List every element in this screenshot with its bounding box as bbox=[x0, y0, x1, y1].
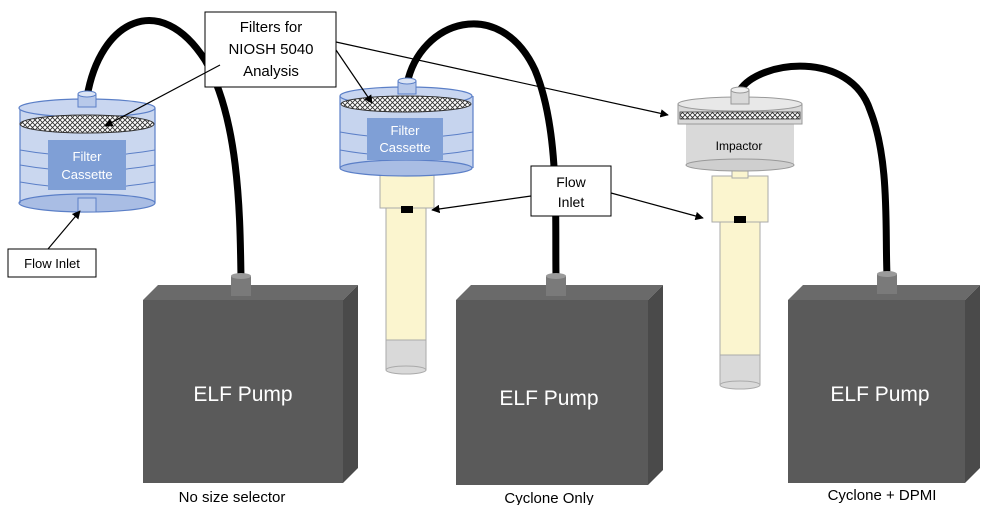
filter-cassette-1: Filter Cassette bbox=[18, 90, 156, 213]
impactor-mesh bbox=[679, 111, 801, 120]
caption-cyclone-dpmi: Cyclone + DPMI bbox=[828, 487, 937, 504]
arrow-inlet-to-cyclone-3 bbox=[610, 192, 704, 221]
arrow-inlet-to-cyclone-2 bbox=[431, 195, 532, 214]
callout-filters: Filters for NIOSH 5040 Analysis bbox=[204, 11, 337, 88]
flow-inlet-port-2 bbox=[401, 206, 413, 213]
callout-flow-inlet-line1: Flow bbox=[556, 174, 586, 190]
pump-nozzle-1 bbox=[231, 276, 251, 296]
arrow-filters-to-impactor bbox=[335, 41, 669, 118]
cyclone-2 bbox=[379, 159, 435, 375]
cassette-label-line2: Cassette bbox=[379, 140, 430, 155]
flow-inlet-port-3 bbox=[734, 216, 746, 223]
pump-label-3: ELF Pump bbox=[830, 383, 929, 406]
elf-pump-2: ELF Pump bbox=[456, 273, 663, 485]
caption-no-size-selector: No size selector bbox=[179, 489, 286, 505]
pump-label-1: ELF Pump bbox=[193, 383, 292, 406]
callout-flow-inlet-center: Flow Inlet bbox=[530, 165, 612, 217]
arrow-filters-to-cassette-1 bbox=[104, 64, 221, 127]
callout-filters-line1: Filters for bbox=[240, 19, 303, 36]
filter-cassette-2: Filter Cassette bbox=[339, 77, 474, 177]
callout-flow-inlet-line2: Inlet bbox=[558, 194, 585, 210]
pump-label-2: ELF Pump bbox=[499, 387, 598, 410]
callout-flow-inlet-left-text: Flow Inlet bbox=[24, 256, 80, 271]
elf-pump-1: ELF Pump bbox=[143, 273, 358, 483]
caption-cyclone-only: Cyclone Only bbox=[504, 490, 594, 505]
filter-mesh-2 bbox=[340, 95, 472, 113]
arrow-filters-to-cassette-2 bbox=[335, 49, 373, 104]
impactor-label: Impactor bbox=[716, 139, 763, 153]
cassette-label-line1: Filter bbox=[73, 149, 103, 164]
pump-nozzle-3 bbox=[877, 274, 897, 294]
elf-pump-3: ELF Pump bbox=[788, 271, 980, 483]
setup-no-size-selector: Filter Cassette ELF Pump No size selecto… bbox=[18, 17, 358, 505]
cassette-label-line1: Filter bbox=[391, 123, 421, 138]
pump-nozzle-2 bbox=[546, 276, 566, 296]
cyclone-3 bbox=[711, 165, 769, 390]
setup-cyclone-dpmi: Impactor ELF Pump Cyclone + DPMI bbox=[677, 62, 980, 504]
callout-flow-inlet-left: Flow Inlet bbox=[7, 248, 97, 278]
filter-mesh-1 bbox=[19, 114, 155, 134]
arrow-inlet-to-cassette-1 bbox=[47, 210, 81, 250]
setup-cyclone-only: Filter Cassette ELF Pump Cyclone Only bbox=[339, 20, 663, 505]
cassette-label-line2: Cassette bbox=[61, 167, 112, 182]
callout-filters-line2: NIOSH 5040 bbox=[228, 41, 313, 58]
impactor: Impactor bbox=[677, 86, 803, 172]
callout-filters-line3: Analysis bbox=[243, 63, 299, 80]
tubing-3 bbox=[736, 62, 891, 279]
